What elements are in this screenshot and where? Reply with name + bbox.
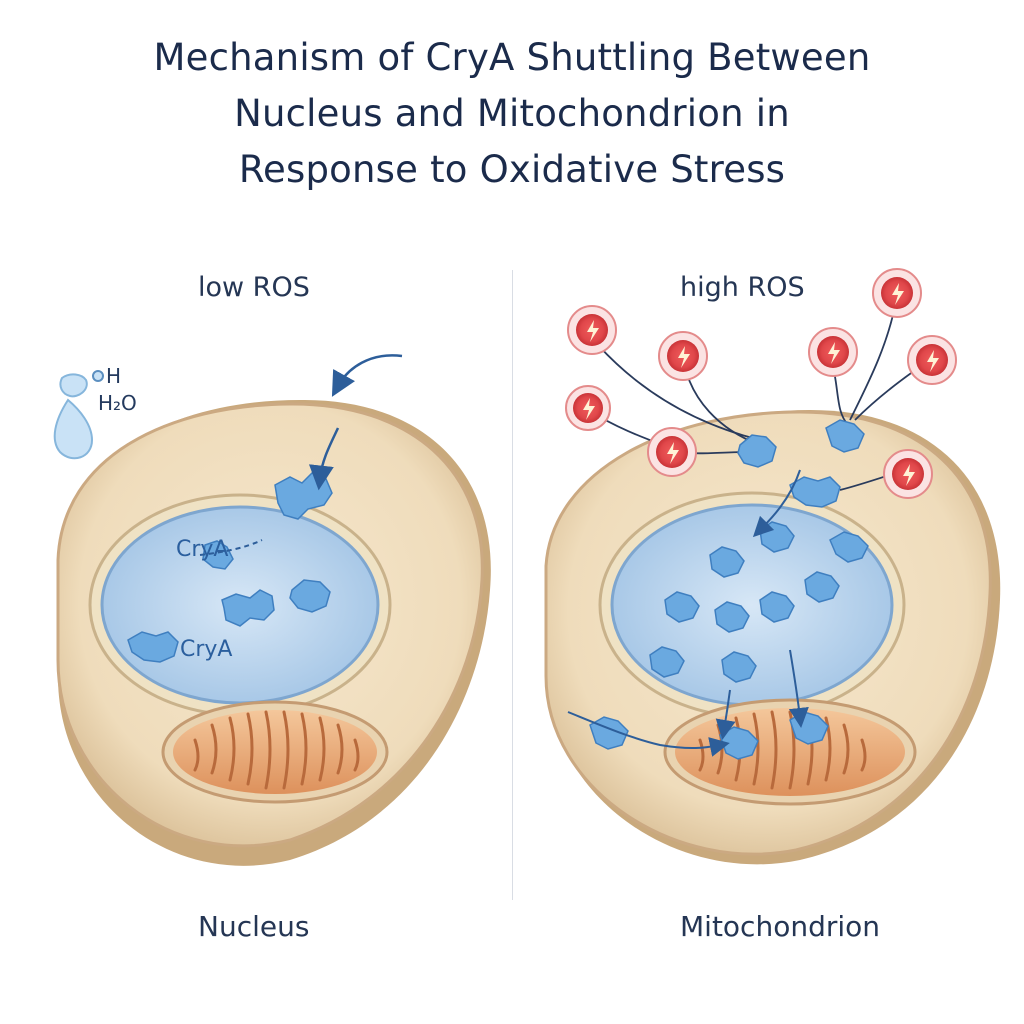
ros-bolt-icon (883, 449, 933, 499)
ros-bolt-icon (808, 327, 858, 377)
protein-5 (127, 631, 179, 663)
diagram-title: Mechanism of CryA Shuttling Between Nucl… (0, 30, 1024, 198)
protein-6 (709, 546, 745, 578)
left-mitochondrion (161, 700, 389, 804)
curved-arrow-icon (567, 711, 730, 757)
title-line-3: Response to Oxidative Stress (238, 148, 786, 191)
curved-arrow-icon (715, 689, 736, 740)
protein-4 (289, 579, 331, 613)
ros-bolt-icon (647, 427, 697, 477)
left-protein-label-1: CryA (176, 537, 228, 562)
right-mitochondrion (663, 698, 917, 806)
left-condition-label: low ROS (198, 272, 310, 303)
right-caption: Mitochondrion (680, 910, 881, 943)
water-label-top: H (106, 364, 121, 388)
ros-bolt-icon (567, 305, 617, 355)
water-label: H₂O (98, 391, 137, 415)
water-droplet-icon (53, 370, 104, 460)
ros-bolt-icon (907, 335, 957, 385)
title-line-2: Nucleus and Mitochondrion in (234, 92, 790, 135)
curved-arrow-icon (199, 539, 263, 556)
protein-2 (202, 540, 234, 570)
left-caption: Nucleus (198, 910, 310, 943)
protein-3 (221, 589, 275, 627)
protein-3 (789, 476, 841, 508)
panel-divider (512, 270, 513, 900)
protein-5 (829, 531, 869, 563)
right-cell (544, 268, 1001, 865)
left-protein-label-2: CryA (180, 637, 232, 662)
curved-arrow-icon (308, 427, 340, 491)
ros-markers (565, 268, 957, 499)
protein-9 (804, 571, 840, 603)
protein-7 (664, 591, 700, 623)
protein-11 (649, 646, 685, 678)
ros-bolt-icon (658, 331, 708, 381)
protein-8 (759, 591, 795, 623)
ros-bolt-icon (565, 385, 611, 431)
curved-arrow-icon (788, 649, 809, 728)
curved-arrow-icon (752, 469, 801, 538)
left-cell: CryA CryA (56, 354, 491, 866)
title-line-1: Mechanism of CryA Shuttling Between (153, 36, 871, 79)
protein-2 (825, 419, 865, 453)
curved-arrow-icon (331, 354, 403, 397)
protein-10 (714, 601, 750, 633)
right-condition-label: high ROS (680, 272, 805, 303)
protein-12 (721, 651, 757, 683)
ros-bolt-icon (872, 268, 922, 318)
right-nucleus (598, 491, 906, 719)
protein-1 (737, 434, 777, 468)
